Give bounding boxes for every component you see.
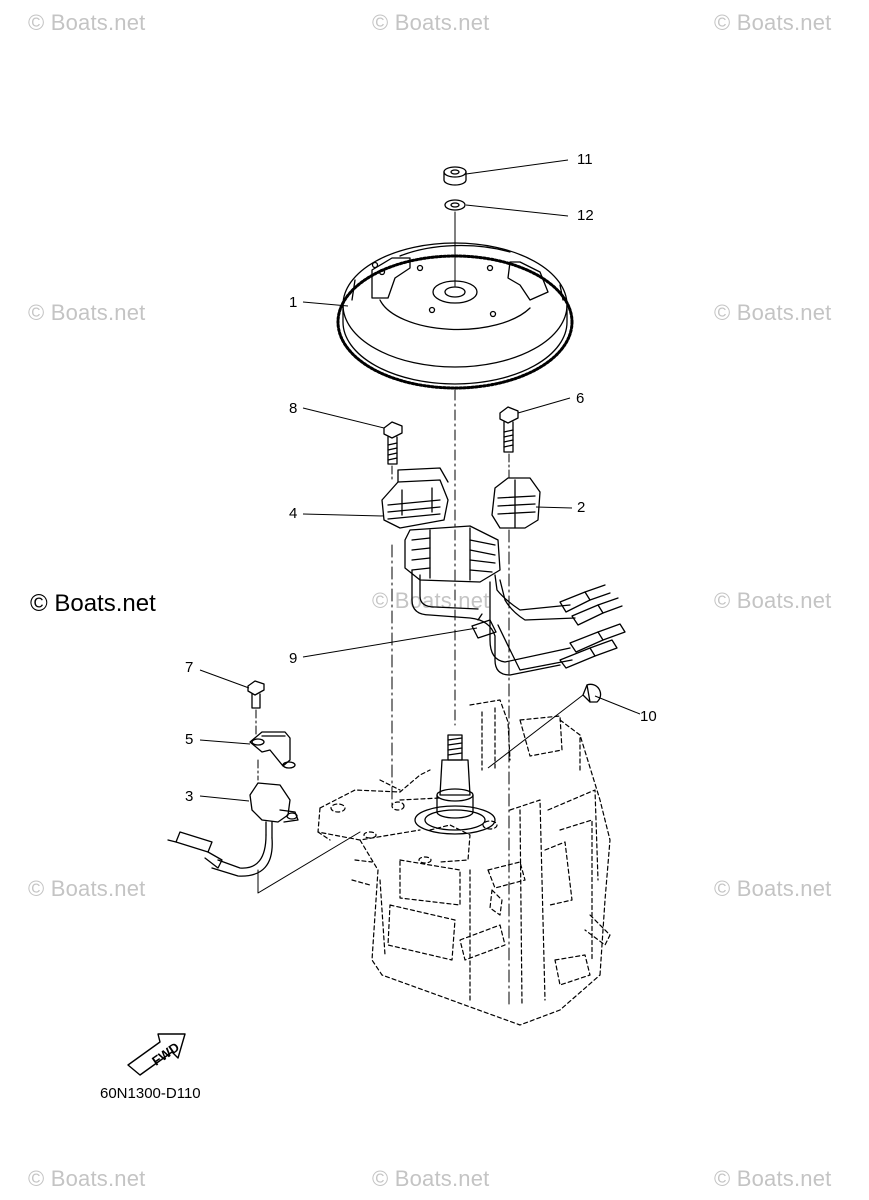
part-7-screw[interactable] bbox=[247, 680, 265, 709]
watermark: © Boats.net bbox=[28, 1166, 146, 1191]
part-2-pulser-coil[interactable] bbox=[491, 477, 541, 529]
part-3-sensor[interactable] bbox=[167, 782, 299, 877]
part-9-clamp[interactable] bbox=[471, 613, 497, 639]
watermark: © Boats.net bbox=[372, 10, 490, 35]
part-12-washer[interactable] bbox=[444, 199, 466, 211]
callout-12: 12 bbox=[577, 207, 594, 224]
part-10-key[interactable] bbox=[582, 683, 602, 703]
callout-6: 6 bbox=[576, 390, 585, 407]
watermark: © Boats.net bbox=[372, 1166, 490, 1191]
watermark: © Boats.net bbox=[714, 876, 832, 901]
callout-10: 10 bbox=[640, 708, 657, 725]
watermark: © Boats.net bbox=[714, 10, 832, 35]
watermark: © Boats.net bbox=[28, 300, 146, 325]
forward-label: FWD bbox=[149, 1039, 182, 1068]
drawing-code: 60N1300-D110 bbox=[100, 1085, 201, 1102]
engine-block bbox=[317, 699, 611, 1026]
callout-3: 3 bbox=[185, 788, 194, 805]
callout-11: 11 bbox=[577, 151, 593, 168]
callout-4: 4 bbox=[289, 505, 298, 522]
part-4-charge-coil[interactable] bbox=[381, 467, 501, 583]
callout-5: 5 bbox=[185, 731, 194, 748]
crankshaft-end bbox=[414, 734, 496, 835]
watermark-prominent: © Boats.net bbox=[30, 590, 156, 617]
callout-9: 9 bbox=[289, 650, 298, 667]
callout-leaders bbox=[199, 159, 641, 802]
watermark: © Boats.net bbox=[28, 876, 146, 901]
callout-7: 7 bbox=[185, 659, 194, 676]
callout-1: 1 bbox=[289, 294, 298, 311]
watermark: © Boats.net bbox=[28, 10, 146, 35]
callout-8: 8 bbox=[289, 400, 298, 417]
part-8-bolt[interactable] bbox=[383, 421, 403, 465]
forward-direction-arrow bbox=[127, 1033, 186, 1076]
watermark: © Boats.net bbox=[714, 588, 832, 613]
part-6-bolt[interactable] bbox=[499, 406, 519, 453]
part-11-nut[interactable] bbox=[443, 166, 467, 186]
part-1-flywheel[interactable] bbox=[336, 242, 574, 390]
part-5-bracket[interactable] bbox=[249, 731, 296, 769]
watermark: © Boats.net bbox=[714, 1166, 832, 1191]
wire-connectors bbox=[559, 584, 626, 669]
watermark: © Boats.net bbox=[714, 300, 832, 325]
callout-2: 2 bbox=[577, 499, 586, 516]
